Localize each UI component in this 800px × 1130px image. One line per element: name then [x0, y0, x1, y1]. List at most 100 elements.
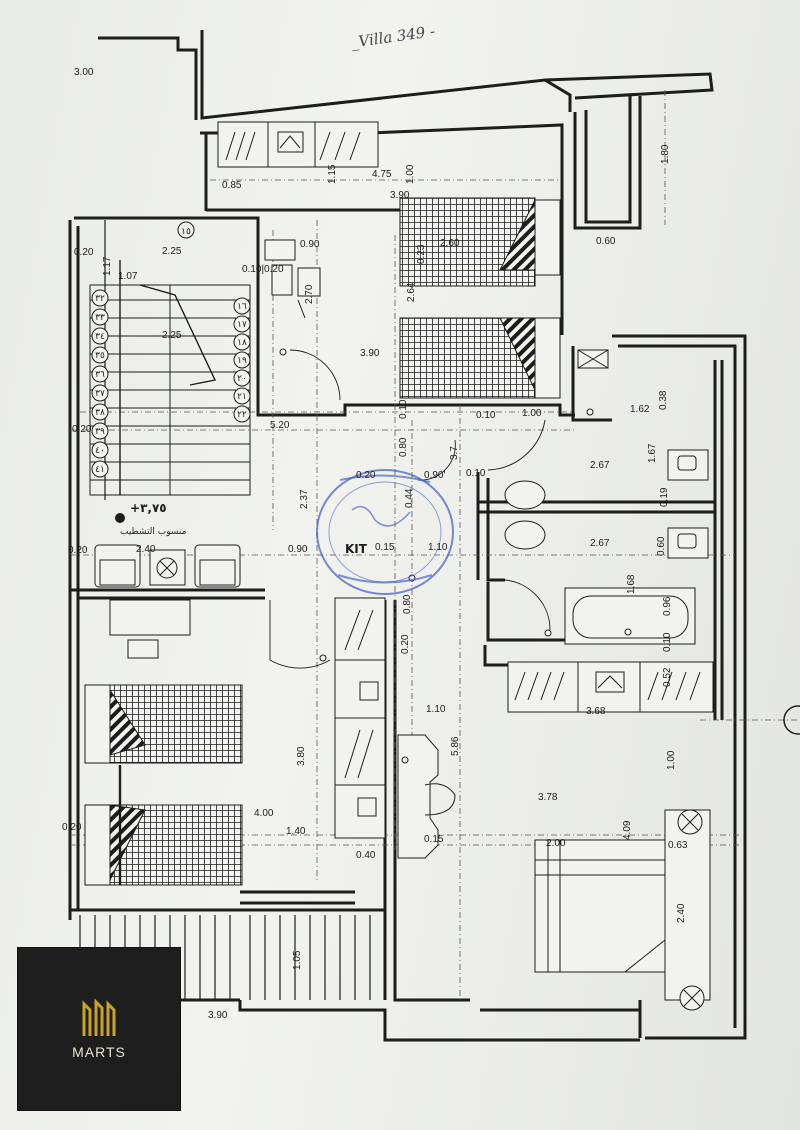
- stair-step-number: ١٩: [237, 356, 247, 366]
- svg-text:3.90: 3.90: [390, 190, 410, 201]
- svg-text:0.19: 0.19: [659, 487, 670, 507]
- stair-step-marker-left: [91, 403, 109, 421]
- svg-text:0.10|0.20: 0.10|0.20: [242, 264, 284, 275]
- svg-text:2.40: 2.40: [676, 903, 687, 923]
- wardrobe-center: [334, 597, 386, 839]
- svg-text:2.40: 2.40: [136, 544, 156, 555]
- stair-step-number: ١٨: [237, 338, 247, 348]
- stair-start-marker: [177, 221, 195, 239]
- svg-text:1.07: 1.07: [118, 271, 138, 282]
- svg-text:0.60: 0.60: [656, 536, 667, 556]
- stair-step-number-left: ٣٦: [95, 370, 105, 380]
- door-swings: [269, 349, 551, 669]
- stair-step-marker-left: [91, 384, 109, 402]
- bed-top-1: [399, 197, 561, 287]
- stair-step-number: ٢٢: [237, 410, 247, 420]
- svg-text:0.10: 0.10: [476, 410, 496, 421]
- svg-text:1.80: 1.80: [660, 144, 671, 164]
- svg-text:0.96: 0.96: [662, 596, 673, 616]
- svg-text:3.00: 3.00: [74, 67, 94, 78]
- svg-text:1.40: 1.40: [286, 826, 306, 837]
- staircase: [89, 220, 251, 500]
- svg-text:4.00: 4.00: [254, 808, 274, 819]
- svg-text:0.60: 0.60: [596, 236, 616, 247]
- stair-step-number: ١٦: [237, 302, 247, 312]
- svg-text:0.15: 0.15: [375, 542, 395, 553]
- svg-text:3.90: 3.90: [208, 1010, 228, 1021]
- svg-text:3.80: 3.80: [296, 746, 307, 766]
- stair-step-marker: [233, 351, 251, 369]
- svg-text:0.20: 0.20: [74, 247, 94, 258]
- wardrobe-top: [217, 121, 379, 168]
- stair-step-number-left: ٣٥: [95, 351, 105, 361]
- stair-step-marker-left: [91, 289, 109, 307]
- svg-text:1.67: 1.67: [647, 443, 658, 463]
- stair-step-number-left: ٣٩: [95, 427, 105, 437]
- stair-start-number: ١٥: [181, 227, 191, 237]
- stair-step-number: ١٧: [237, 320, 247, 330]
- wardrobe-right: [507, 661, 714, 713]
- svg-text:1.05: 1.05: [292, 950, 303, 970]
- stair-step-number: ٢٠: [237, 374, 247, 384]
- svg-text:1.00: 1.00: [666, 750, 677, 770]
- svg-text:0.85: 0.85: [222, 180, 242, 191]
- bed-top-2: [399, 317, 561, 399]
- svg-text:1.68: 1.68: [626, 574, 637, 594]
- svg-text:1.62: 1.62: [630, 404, 650, 415]
- stair-step-marker-left: [91, 327, 109, 345]
- svg-text:1.00: 1.00: [522, 408, 542, 419]
- level-marker: [115, 513, 125, 523]
- svg-text:0.80: 0.80: [398, 437, 409, 457]
- vanity: [397, 734, 456, 859]
- svg-text:2.67: 2.67: [590, 538, 610, 549]
- svg-text:1.15: 1.15: [327, 164, 338, 184]
- stair-step-marker-left: [91, 308, 109, 326]
- svg-text:0.80: 0.80: [402, 594, 413, 614]
- bed-left-2: [84, 804, 243, 886]
- svg-text:0.38: 0.38: [658, 390, 669, 410]
- floor-level: +٣,٧٥: [130, 501, 167, 515]
- svg-text:2.70: 2.70: [304, 284, 315, 304]
- stair-step-marker: [233, 387, 251, 405]
- svg-text:2.37: 2.37: [299, 489, 310, 509]
- stair-step-marker-left: [91, 346, 109, 364]
- svg-text:0.20: 0.20: [400, 634, 411, 654]
- stair-step-number-left: ٣٧: [95, 389, 105, 399]
- svg-text:3.68: 3.68: [586, 706, 606, 717]
- svg-text:0.10: 0.10: [398, 399, 409, 419]
- svg-text:4.09: 4.09: [622, 820, 633, 840]
- stair-step-marker-left: [91, 441, 109, 459]
- svg-text:0.44: 0.44: [404, 488, 415, 508]
- svg-text:0.63: 0.63: [668, 840, 688, 851]
- marts-brand-name: MARTS: [72, 1044, 126, 1060]
- stair-step-marker-left: [91, 460, 109, 478]
- svg-text:2.60: 2.60: [440, 238, 460, 249]
- wc-top: [264, 239, 321, 319]
- seating: [94, 544, 241, 659]
- vanity-right: [664, 809, 711, 1011]
- stair-step-number-left: ٤٠: [95, 446, 105, 456]
- svg-text:2.67: 2.67: [590, 460, 610, 471]
- stair-step-marker: [233, 405, 251, 423]
- svg-text:0.20: 0.20: [356, 470, 376, 481]
- floor-level-note: منسوب التشطيب: [120, 527, 187, 537]
- svg-text:5.20: 5.20: [270, 420, 290, 431]
- svg-text:2.64: 2.64: [406, 282, 417, 302]
- svg-text:0.20: 0.20: [68, 545, 88, 556]
- svg-text:0.23: 0.23: [416, 244, 427, 264]
- stair-step-marker: [233, 297, 251, 315]
- stair-step-number-left: ٣٤: [95, 332, 105, 342]
- marts-logo: MARTS: [18, 948, 180, 1110]
- stair-step-marker: [233, 315, 251, 333]
- svg-text:2.00: 2.00: [546, 838, 566, 849]
- stair-step-marker: [233, 333, 251, 351]
- bed-master: [534, 839, 666, 973]
- svg-text:0.20: 0.20: [62, 822, 82, 833]
- villa-number-note: _Villa 349 -: [350, 22, 436, 52]
- svg-text:0.90': 0.90': [424, 470, 445, 481]
- svg-text:0.15: 0.15: [424, 834, 444, 845]
